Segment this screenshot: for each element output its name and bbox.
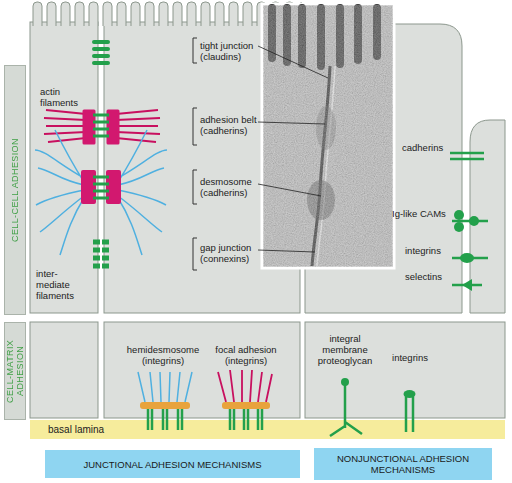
cell-body (104, 22, 300, 313)
row-band: CELL-MATRIX ADHESION (4, 322, 26, 420)
tight-junction-proteins (94, 42, 108, 63)
desmosome-plaque (83, 172, 119, 202)
junction-label: hemidesmosome (integrins) (120, 344, 206, 366)
cell-body (104, 322, 300, 418)
integrin-head (460, 253, 474, 263)
ig-cam-domain (454, 210, 464, 220)
band-text: NONJUNCTIONAL ADHESION MECHANISMS (320, 453, 486, 475)
integrin-molecule (406, 395, 413, 432)
ig-cam-domain (454, 222, 464, 232)
molecule-label: cadherins (402, 142, 450, 153)
selectin-molecule (452, 284, 482, 287)
integrin-molecule (230, 409, 262, 430)
structure-label: actin filaments (40, 86, 84, 108)
row-band: CELL-CELL ADHESION (4, 65, 26, 315)
leader-line (258, 46, 328, 252)
integrin-molecule (148, 409, 182, 430)
micrograph (262, 4, 394, 268)
band-text: CELL-CELL ADHESION (10, 138, 20, 242)
junction-label: tight junction (claudins) (200, 40, 262, 62)
cell-body (30, 22, 98, 313)
band-text: JUNCTIONAL ADHESION MECHANISMS (83, 459, 261, 470)
cell-body (305, 24, 462, 313)
micrograph-membrane (312, 66, 330, 266)
micrograph-grain (263, 5, 393, 267)
micrograph-membrane (317, 66, 335, 266)
actin-filaments (44, 110, 160, 142)
ig-cam-molecule (452, 220, 488, 223)
micrograph-microvilli (272, 8, 377, 66)
junction-label: adhesion belt (cadherins) (200, 114, 262, 136)
column-band: NONJUNCTIONAL ADHESION MECHANISMS (314, 448, 492, 480)
micrograph-density (316, 106, 336, 150)
hemidesmosome-plaque (140, 402, 190, 409)
junction-label: gap junction (connexins) (200, 242, 262, 264)
proteoglycan-head (341, 378, 349, 386)
connexon-channels (93, 242, 109, 266)
molecule-label: integrins (388, 352, 432, 363)
molecule-label: Ig-like CAMs (392, 208, 454, 219)
basal-lamina-band: basal lamina (30, 420, 505, 439)
band-text: basal lamina (48, 424, 104, 435)
structure-label: inter- mediate filaments (36, 268, 80, 301)
junction-label: focal adhesion (integrins) (210, 344, 282, 366)
cadherin-bars (93, 115, 109, 136)
molecule-label: selectins (405, 271, 451, 282)
band-text: CELL-MATRIX ADHESION (5, 325, 25, 417)
molecule-label: integrins (405, 245, 451, 256)
cadherin-molecule (450, 153, 484, 159)
micrograph-density (307, 180, 335, 220)
intermediate-filaments (138, 372, 192, 402)
focal-adhesion-plaque (222, 402, 270, 409)
junction-label: desmosome (cadherins) (200, 176, 262, 198)
label-bracket (193, 38, 197, 270)
actin-filaments (218, 370, 272, 402)
column-band: JUNCTIONAL ADHESION MECHANISMS (45, 450, 300, 478)
microvilli (30, 0, 302, 26)
cell-body (30, 322, 98, 418)
integrin-molecule (452, 257, 488, 260)
integrin-head (404, 390, 416, 398)
adhesion-plaque (84, 111, 118, 143)
molecule-label: integral membrane proteoglycan (312, 333, 378, 366)
cell-body (470, 120, 505, 313)
proteoglycan-molecule (330, 382, 362, 436)
cell-body (305, 322, 505, 418)
cadherin-bars (93, 177, 109, 198)
selectin-head (462, 279, 472, 291)
intermediate-filaments (35, 130, 167, 255)
ig-cam-domain (469, 216, 479, 226)
